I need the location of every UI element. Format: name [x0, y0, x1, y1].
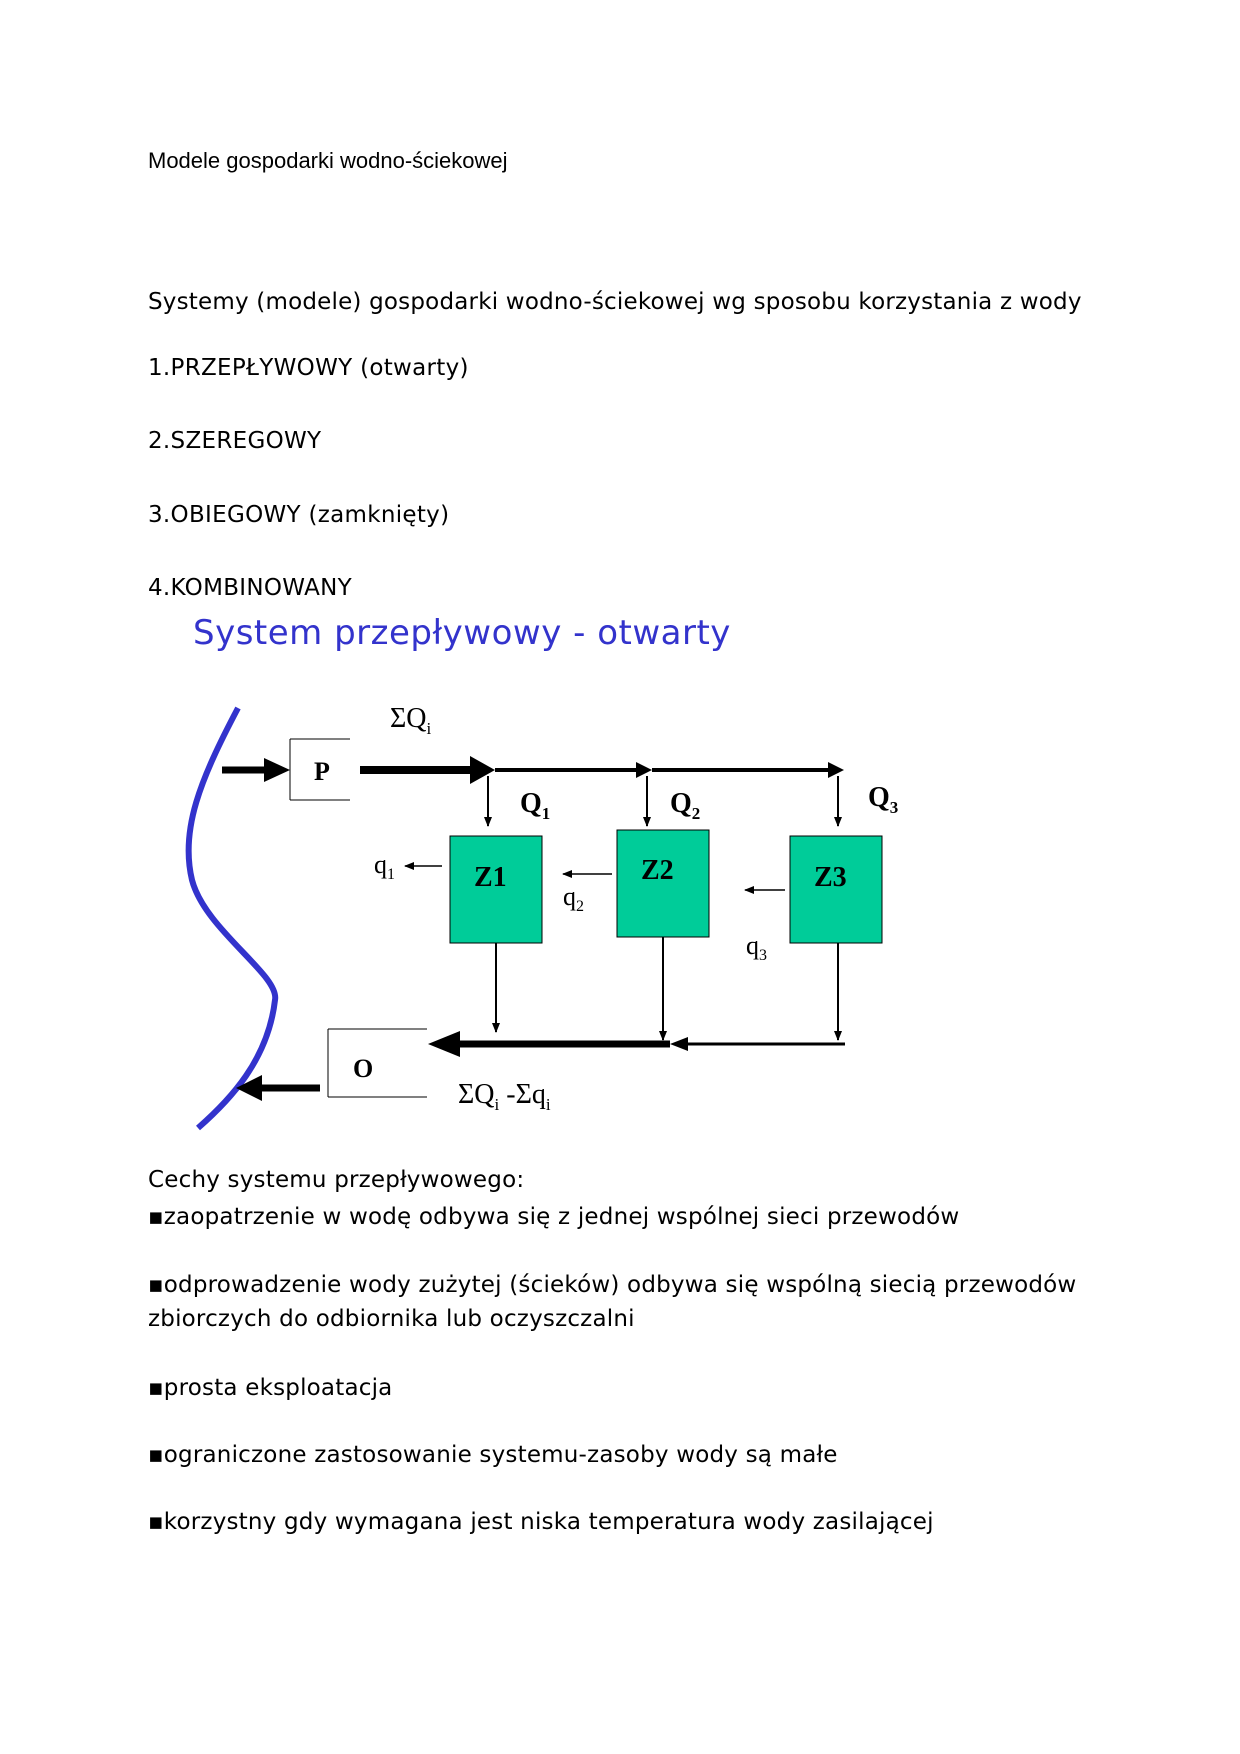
q3-label: Q3 [868, 782, 898, 817]
main-supply-arrowhead [470, 756, 495, 784]
sum-inflow-label: ΣQi [390, 703, 432, 738]
intake-label: P [314, 757, 330, 786]
q3-loss-label: q3 [746, 931, 767, 964]
consumer-box-z1 [449, 835, 543, 944]
consumer-box-z3 [789, 835, 883, 944]
feature-item: ▪odprowadzenie wody zużytej (ścieków) od… [148, 1272, 1077, 1332]
feature-item: ▪korzystny gdy wymagana jest niska tempe… [148, 1509, 934, 1535]
q2-loss-label: q2 [563, 882, 584, 915]
outlet-label: O [353, 1054, 373, 1083]
outflow-arrowhead [236, 1075, 262, 1101]
outlet-box [327, 1028, 427, 1098]
consumer-label-z1: Z1 [474, 862, 507, 893]
supply-arrowhead-1 [636, 762, 652, 778]
list-item: 4.KOMBINOWANY [148, 575, 352, 601]
river-curve [185, 706, 279, 1131]
intro-paragraph: Systemy (modele) gospodarki wodno-ścieko… [148, 289, 1082, 315]
list-item: 1.PRZEPŁYWOWY (otwarty) [148, 355, 469, 381]
intake-box [289, 738, 350, 801]
feature-item: ▪prosta eksploatacja [148, 1375, 393, 1401]
consumer-label-z2: Z2 [641, 855, 674, 886]
diagram-title: System przepływowy - otwarty [193, 613, 731, 653]
q1-loss-label: q1 [374, 850, 395, 883]
collector-arrowhead-left [428, 1031, 460, 1057]
feature-item: ▪zaopatrzenie w wodę odbywa się z jednej… [148, 1204, 960, 1230]
features-heading: Cechy systemu przepływowego: [148, 1167, 525, 1193]
intake-arrowhead [264, 758, 290, 782]
list-item: 3.OBIEGOWY (zamknięty) [148, 502, 450, 528]
collector-arrowhead-right [670, 1037, 688, 1051]
q1-label: Q1 [520, 788, 550, 823]
page-title: Modele gospodarki wodno-ściekowej [148, 148, 508, 173]
consumer-box-z2 [616, 829, 710, 938]
feature-item: ▪ograniczone zastosowanie systemu-zasoby… [148, 1442, 838, 1468]
list-item: 2.SZEREGOWY [148, 428, 322, 454]
q2-label: Q2 [670, 788, 700, 823]
consumer-label-z3: Z3 [814, 862, 847, 893]
supply-arrowhead-2 [828, 762, 844, 778]
sum-outflow-label: ΣQi -Σqi [458, 1079, 551, 1114]
